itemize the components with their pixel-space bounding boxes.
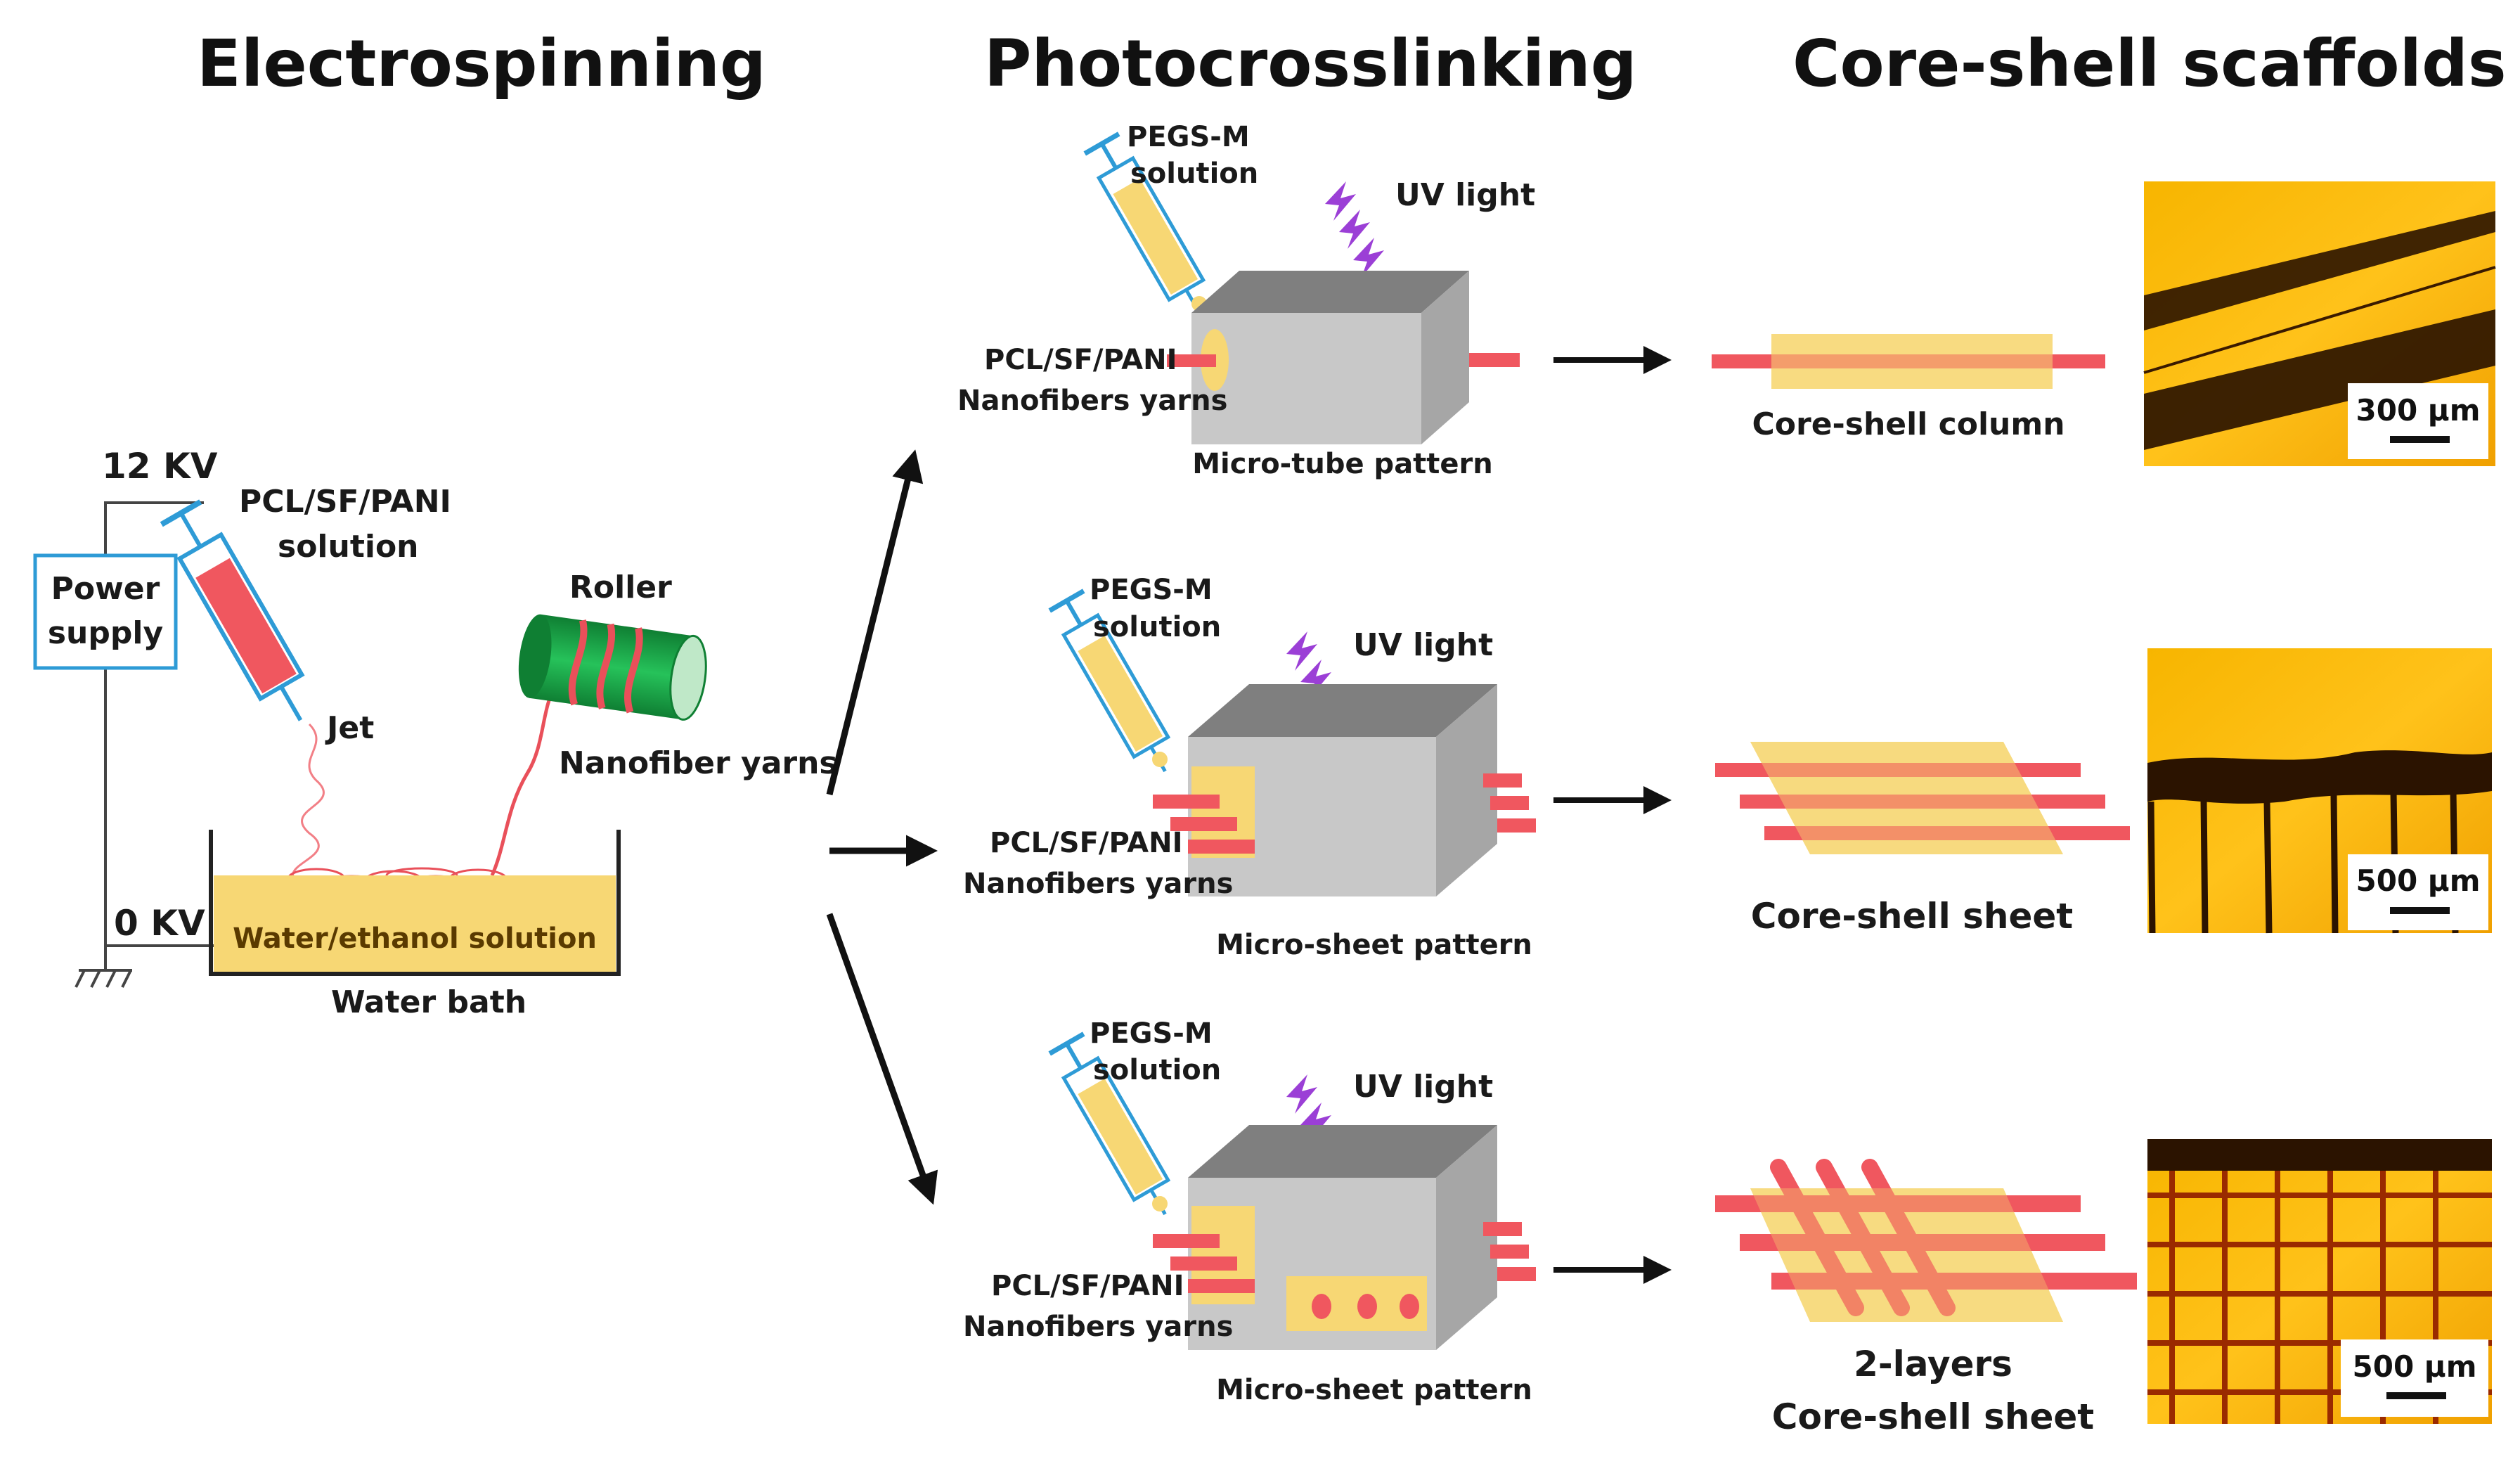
high-voltage-wire — [104, 501, 204, 555]
core-shell-sheet-schematic — [1715, 742, 2130, 854]
scale-bar — [2390, 436, 2450, 443]
scaffold-row-2: Core-shell sheet 500 µm — [1715, 648, 2492, 937]
pattern-label: Micro-sheet pattern — [1216, 1374, 1532, 1406]
pegs-label-line2: solution — [1130, 158, 1258, 190]
pcl-solution-label-line2: solution — [278, 529, 419, 565]
yarn-label-line1: PCL/SF/PANI — [990, 827, 1182, 859]
uv-light-label: UV light — [1395, 177, 1535, 213]
micro-sheet-mold — [1153, 1125, 1536, 1350]
scaffold-label: Core-shell column — [1752, 406, 2065, 442]
water-bath-container — [209, 830, 621, 976]
voltage-low-label: 0 KV — [114, 903, 205, 944]
scale-bar — [2386, 1392, 2446, 1399]
bath-solution-label: Water/ethanol solution — [233, 923, 597, 955]
scaffold-label: Core-shell sheet — [1751, 896, 2073, 937]
scale-bar-label: 500 µm — [2356, 863, 2481, 898]
title-electrospinning: Electrospinning — [197, 26, 766, 101]
pegs-label-line1: PEGS-M — [1090, 574, 1213, 606]
nanofiber-yarns-label: Nanofiber yarns — [559, 745, 838, 781]
yarn-label-line1: PCL/SF/PANI — [984, 344, 1177, 376]
pattern-label: Micro-sheet pattern — [1216, 929, 1532, 961]
micro-tube-mold — [1167, 271, 1520, 444]
arrow-to-row-3 — [826, 913, 938, 1205]
core-shell-column-schematic — [1712, 334, 2105, 389]
two-layer-sheet-schematic — [1715, 1159, 2137, 1322]
micrograph-sheet: 500 µm — [2147, 648, 2492, 934]
power-supply-box — [33, 553, 178, 670]
scale-bar — [2390, 907, 2450, 914]
pegs-label-line2: solution — [1093, 1054, 1221, 1086]
syringe-pegs-icon — [1048, 589, 1171, 773]
pegs-label-line1: PEGS-M — [1127, 121, 1250, 153]
uv-light-icon — [1325, 181, 1384, 277]
pegs-label-line2: solution — [1093, 611, 1221, 643]
water-bath-label: Water bath — [331, 984, 526, 1020]
pegs-label-line1: PEGS-M — [1090, 1017, 1213, 1050]
roller-icon — [518, 614, 707, 721]
scaffold-row-1: Core-shell column 300 µm — [1712, 181, 2496, 466]
title-core-shell-scaffolds: Core-shell scaffolds — [1792, 26, 2507, 101]
ground-icon — [75, 969, 132, 988]
yarn-label-line1: PCL/SF/PANI — [991, 1270, 1184, 1302]
jet-label: Jet — [325, 710, 374, 746]
yarn-label-line2: Nanofibers yarns — [963, 1311, 1233, 1343]
uv-light-label: UV light — [1353, 627, 1493, 663]
title-photocrosslinking: Photocrosslinking — [984, 26, 1637, 101]
electrospinning-setup: 12 KV 0 KV Power supply PCL/SF/PANI solu… — [33, 446, 838, 1020]
pattern-label: Micro-tube pattern — [1192, 448, 1493, 480]
yarn-label-line2: Nanofibers yarns — [957, 385, 1227, 417]
scale-bar-label: 500 µm — [2353, 1349, 2477, 1384]
micrograph-column: 300 µm — [2143, 181, 2496, 466]
water-ethanol-solution — [214, 875, 616, 972]
power-supply-label-line1: Power — [51, 571, 160, 607]
photocrosslinking-row-3: PEGS-M solution UV light PCL/SF/PANI Nan… — [963, 1017, 1672, 1406]
scaffold-label-line2: Core-shell sheet — [1772, 1396, 2094, 1437]
branch-arrows — [826, 449, 938, 1205]
yarn-label-line2: Nanofibers yarns — [963, 868, 1233, 900]
micrograph-grid: 500 µm — [2147, 1139, 2492, 1424]
syringe-pegs-icon — [1048, 1031, 1171, 1216]
photocrosslinking-row-1: PEGS-M solution UV light PCL/SF/PANI Nan… — [957, 121, 1672, 480]
syringe-pegs-icon — [1083, 131, 1206, 316]
arrow-to-row-1 — [826, 449, 924, 796]
photocrosslinking-row-2: PEGS-M solution UV light PCL/SF/PANI Nan… — [963, 574, 1672, 961]
pcl-solution-label-line1: PCL/SF/PANI — [239, 484, 451, 520]
power-supply-label-line2: supply — [48, 615, 163, 651]
scaffold-label-line1: 2-layers — [1854, 1344, 2012, 1384]
roller-label: Roller — [569, 570, 672, 605]
uv-light-label: UV light — [1353, 1069, 1493, 1105]
scale-bar-label: 300 µm — [2356, 393, 2481, 428]
scaffold-row-3: 2-layers Core-shell sheet 500 µm — [1715, 1139, 2492, 1437]
micro-sheet-mold — [1153, 684, 1536, 896]
syringe-pcl-icon — [160, 499, 305, 721]
voltage-high-label: 12 KV — [102, 446, 218, 487]
